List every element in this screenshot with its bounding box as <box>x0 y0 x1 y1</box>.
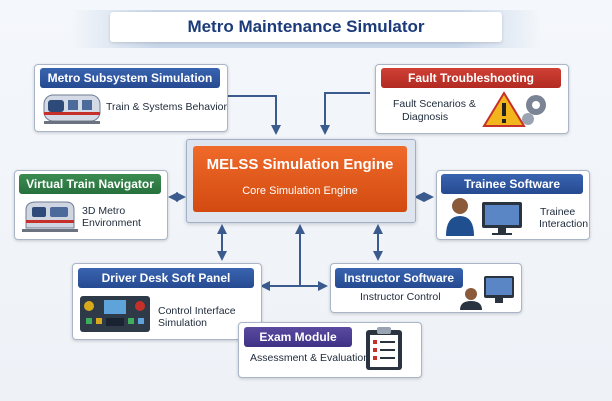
module-driver-desc-line2: Simulation <box>158 317 208 329</box>
module-subsystem-title: Metro Subsystem Simulation <box>40 68 220 88</box>
module-trainee-title: Trainee Software <box>441 174 583 194</box>
control-panel-icon <box>80 296 150 332</box>
module-navigator-desc-line2: Environment <box>82 217 141 229</box>
module-navigator-desc-line1: 3D Metro <box>82 205 126 217</box>
module-driver-desc-line1: Control Interface <box>158 305 236 317</box>
module-instructor-desc: Instructor Control <box>360 291 441 303</box>
module-driver-title: Driver Desk Soft Panel <box>78 268 254 288</box>
title-banner <box>110 12 502 42</box>
metro-train-icon <box>43 94 101 124</box>
engine-box <box>193 146 407 212</box>
module-trainee-desc-line1: Trainee <box>540 206 576 218</box>
module-fault-title: Fault Troubleshooting <box>381 68 561 88</box>
trainee-computer-icon <box>446 198 522 236</box>
arrow-subsystem-engine <box>228 95 281 135</box>
module-exam-title: Exam Module <box>244 327 352 347</box>
module-fault-desc-line2: Diagnosis <box>402 111 449 123</box>
arrow-fault-engine <box>320 92 370 135</box>
module-subsystem-desc: Train & Systems Behavior <box>106 101 227 113</box>
module-instructor-title: Instructor Software <box>335 268 463 288</box>
module-navigator-title: Virtual Train Navigator <box>19 174 161 194</box>
instructor-computer-icon <box>460 276 514 310</box>
module-trainee-desc-line2: Interaction <box>539 218 589 230</box>
clipboard-checklist-icon <box>366 327 402 370</box>
engine-title: MELSS Simulation Engine <box>206 156 394 173</box>
3d-train-icon <box>22 201 78 232</box>
warning-gears-icon <box>482 91 546 127</box>
module-exam-desc: Assessment & Evaluation <box>250 352 370 364</box>
module-fault-desc-line1: Fault Scenarios & <box>393 98 476 110</box>
engine-subtitle: Core Simulation Engine <box>242 185 358 197</box>
diagram-title: Metro Maintenance Simulator <box>187 17 425 36</box>
